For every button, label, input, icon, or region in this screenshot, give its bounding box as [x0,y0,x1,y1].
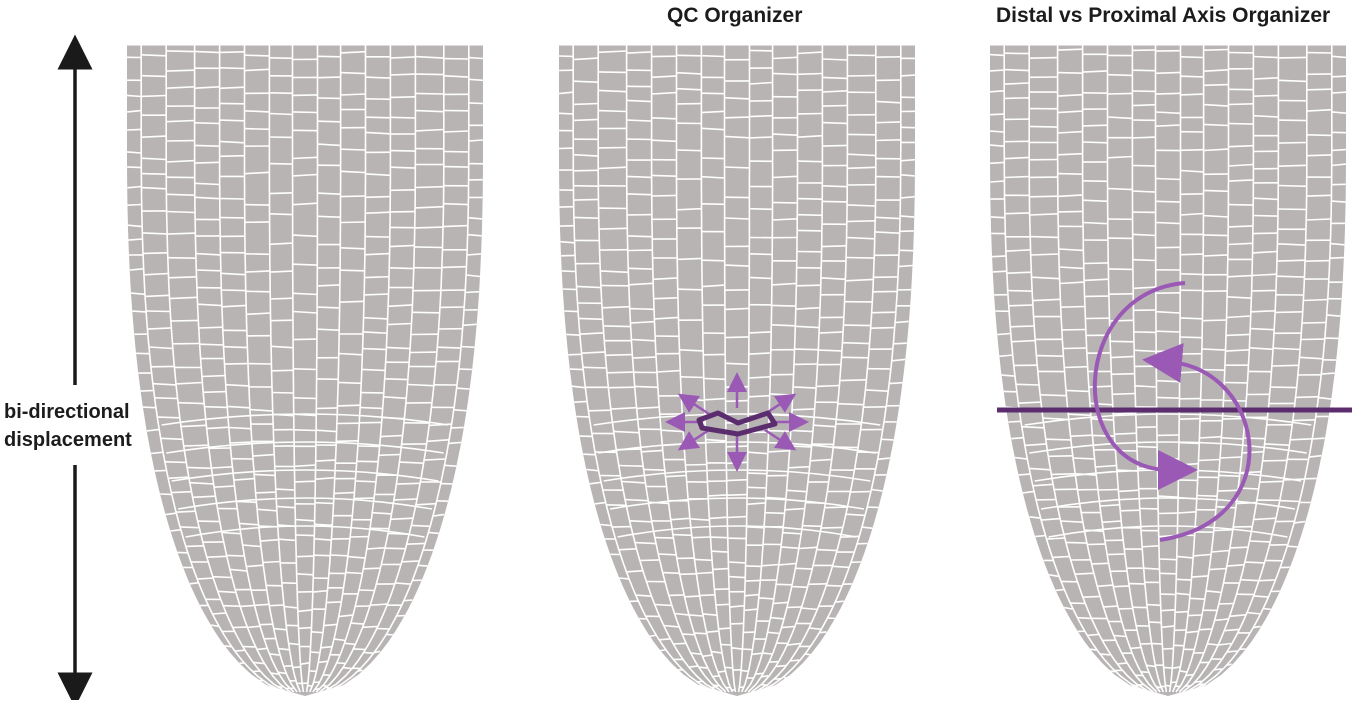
root-diagram-left [127,44,483,696]
root-diagram-middle [559,44,915,696]
root-tissue [127,44,483,696]
displacement-label-line2: displacement [4,426,154,454]
displacement-label: bi-directional displacement [4,398,154,454]
panel-title-middle: QC Organizer [667,4,802,28]
root-diagram-right [990,44,1346,696]
panel-title-right: Distal vs Proximal Axis Organizer [996,4,1330,28]
root-tissue [559,44,915,696]
displacement-label-line1: bi-directional [4,398,154,426]
